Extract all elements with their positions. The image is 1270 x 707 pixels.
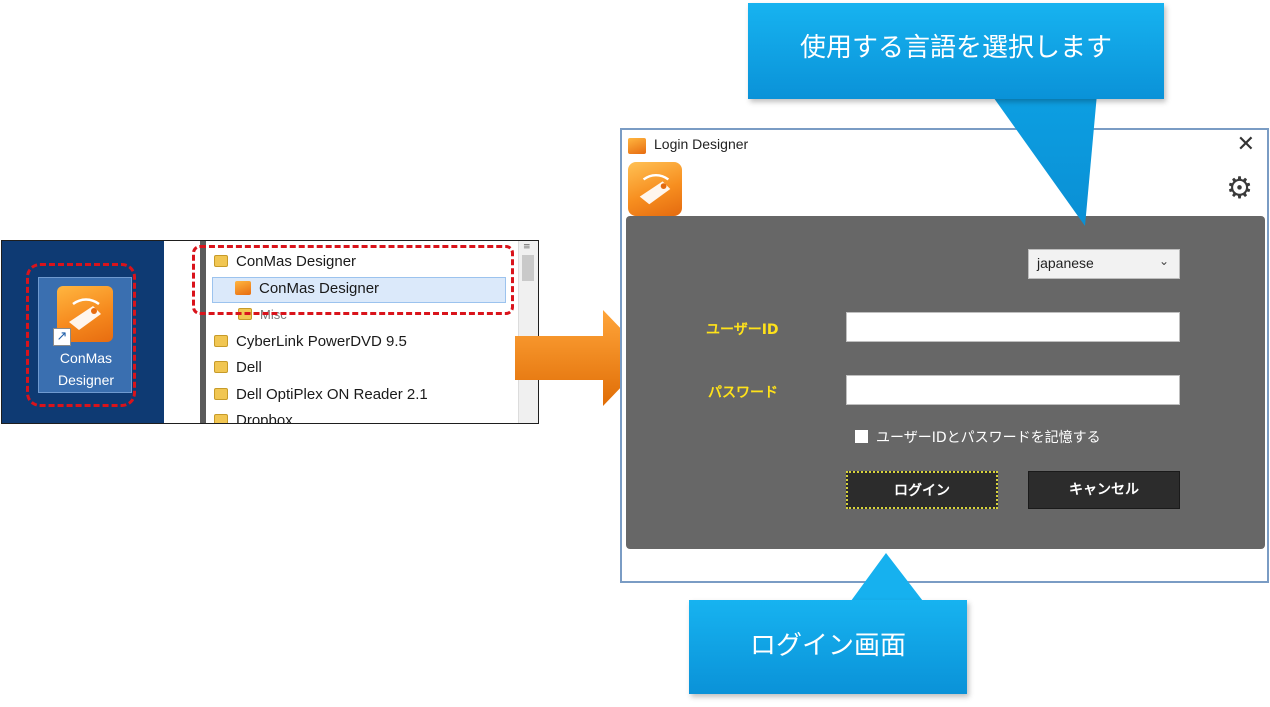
menu-item-label: Dell OptiPlex ON Reader 2.1 <box>236 386 428 403</box>
scrollbar-thumb[interactable] <box>522 255 534 281</box>
menu-item-label: ConMas Designer <box>236 253 357 270</box>
user-id-label: ユーザーID <box>706 322 779 338</box>
menu-item-label: ConMas Designer <box>259 280 380 297</box>
desktop-shortcut-conmas-designer[interactable]: ↗ ConMas Designer <box>38 277 132 393</box>
start-menu-list: ConMas Designer ConMas Designer Misc Cyb… <box>164 241 538 423</box>
conmas-logo-icon <box>628 162 682 216</box>
start-menu-screenshot: ↗ ConMas Designer ConMas Designer ConMas… <box>1 240 539 424</box>
chevron-down-icon: ⌄ <box>1158 254 1169 268</box>
highlight-start-menu-item <box>192 245 514 315</box>
password-input[interactable] <box>846 375 1180 405</box>
shortcut-arrow-icon: ↗ <box>53 328 71 346</box>
cancel-button[interactable]: キャンセル <box>1028 471 1180 509</box>
conmas-app-icon <box>235 281 251 295</box>
language-select[interactable]: japanese ⌄ <box>1028 249 1180 279</box>
start-menu-folder-cyberlink[interactable]: CyberLink PowerDVD 9.5 <box>214 333 407 350</box>
start-menu-item-conmas-designer[interactable]: ConMas Designer <box>212 277 506 303</box>
remember-credentials-checkbox[interactable]: ユーザーIDとパスワードを記憶する <box>855 427 1101 447</box>
callout-tail-language <box>991 94 1097 226</box>
callout-language-select: 使用する言語を選択します <box>748 3 1164 99</box>
folder-icon <box>214 335 228 347</box>
language-selected-value: japanese <box>1037 255 1094 271</box>
checkbox-box[interactable] <box>855 430 868 443</box>
app-titlebar-icon <box>628 138 646 154</box>
menu-gutter <box>200 241 206 423</box>
highlight-desktop-shortcut <box>26 263 136 407</box>
menu-item-label: CyberLink PowerDVD 9.5 <box>236 333 407 350</box>
close-icon[interactable]: ✕ <box>1236 132 1255 157</box>
gear-icon[interactable]: ⚙ <box>1226 171 1253 206</box>
user-id-input[interactable] <box>846 312 1180 342</box>
password-label: パスワード <box>708 385 778 401</box>
menu-item-label: Dropbox <box>236 412 293 424</box>
remember-label: ユーザーIDとパスワードを記憶する <box>876 430 1101 446</box>
folder-icon <box>214 388 228 400</box>
login-panel: japanese ⌄ ユーザーID パスワード ユーザーIDとパスワードを記憶す… <box>626 216 1265 549</box>
desktop-shortcut-label-line1: ConMas <box>59 350 113 366</box>
start-menu-folder-dell-optiplex[interactable]: Dell OptiPlex ON Reader 2.1 <box>214 386 428 403</box>
start-menu-folder-dell[interactable]: Dell <box>214 359 262 376</box>
orange-right-arrow <box>515 310 649 406</box>
scroll-grip-icon: ≡ <box>523 242 531 252</box>
folder-icon <box>214 361 228 373</box>
start-menu-folder-conmas[interactable]: ConMas Designer <box>214 253 356 270</box>
callout-login-screen: ログイン画面 <box>689 600 967 694</box>
folder-icon <box>214 414 228 423</box>
start-menu-folder-dropbox[interactable]: Dropbox <box>214 412 293 424</box>
callout-tail-login-screen <box>848 553 926 605</box>
desktop-shortcut-label-line2: Designer <box>57 372 115 388</box>
login-button[interactable]: ログイン <box>846 471 998 509</box>
folder-icon <box>214 255 228 267</box>
window-title: Login Designer <box>654 136 749 152</box>
desktop-area: ↗ ConMas Designer <box>2 241 164 423</box>
menu-item-label: Dell <box>236 359 262 376</box>
login-window: Login Designer ✕ ⚙ japanese ⌄ ユーザーID パスワ… <box>620 128 1269 583</box>
